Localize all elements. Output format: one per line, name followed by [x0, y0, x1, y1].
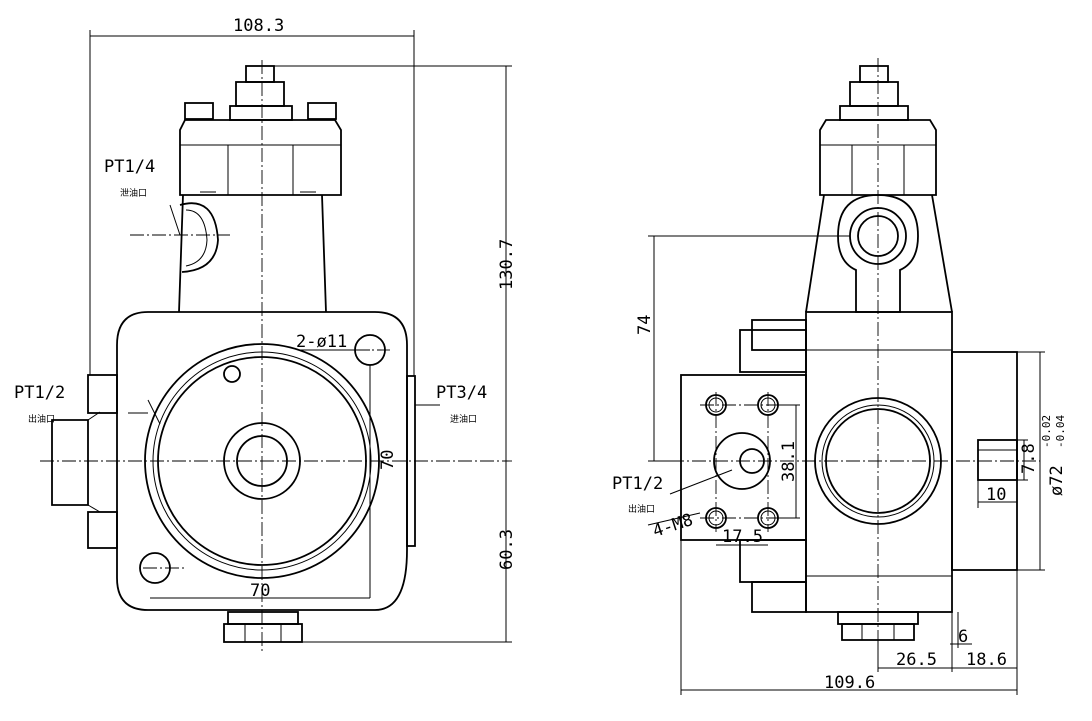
port-right-label: PT3/4	[436, 383, 487, 403]
top-adjusting-screw	[179, 65, 342, 196]
dim-shaft-tolerance-lower: -0.04	[1054, 415, 1067, 448]
side-view: 74 38.1 17.5 4-M8 PT1/2 出油口 7.8 ø72 -0.0…	[612, 58, 1067, 695]
port-top-note: 泄油口	[120, 187, 147, 199]
front-view: 108.3 130.7 60.3 70 70 2-ø11 PT1/4 泄油口 P…	[14, 16, 517, 652]
dim-threads: 4-M8	[650, 510, 695, 542]
dim-bolt-pitch: 17.5	[722, 527, 763, 547]
port-left-label: PT1/2	[14, 383, 65, 403]
dim-front-bolt-y: 70	[378, 450, 398, 470]
dim-offset: 26.5	[896, 650, 937, 670]
dim-port-spacing: 38.1	[779, 441, 799, 482]
dim-front-height: 130.7	[497, 239, 517, 290]
dim-shaft-diameter: ø72	[1047, 465, 1067, 496]
dim-key: 7.8	[1019, 443, 1039, 474]
port-top-label: PT1/4	[104, 157, 155, 177]
dim-front-bolt-x: 70	[250, 581, 270, 601]
port-left-note: 出油口	[28, 413, 55, 425]
dim-shaft-tolerance-upper: -0.02	[1040, 415, 1053, 448]
port-outlet-label: PT1/2	[612, 474, 663, 494]
port-right-note: 进油口	[450, 413, 477, 425]
dim-shaft-step: 10	[986, 485, 1006, 505]
port-outlet-note: 出油口	[628, 503, 655, 515]
dim-front-center-height: 60.3	[497, 529, 517, 570]
dim-shaft-length: 18.6	[966, 650, 1007, 670]
dim-front-holes: 2-ø11	[296, 332, 347, 352]
dim-flange: 6	[958, 627, 968, 647]
dim-side-height: 74	[635, 315, 655, 335]
side-top-adjusting-screw	[819, 65, 937, 196]
dim-front-width: 108.3	[233, 16, 284, 36]
dim-total-width: 109.6	[824, 673, 875, 693]
